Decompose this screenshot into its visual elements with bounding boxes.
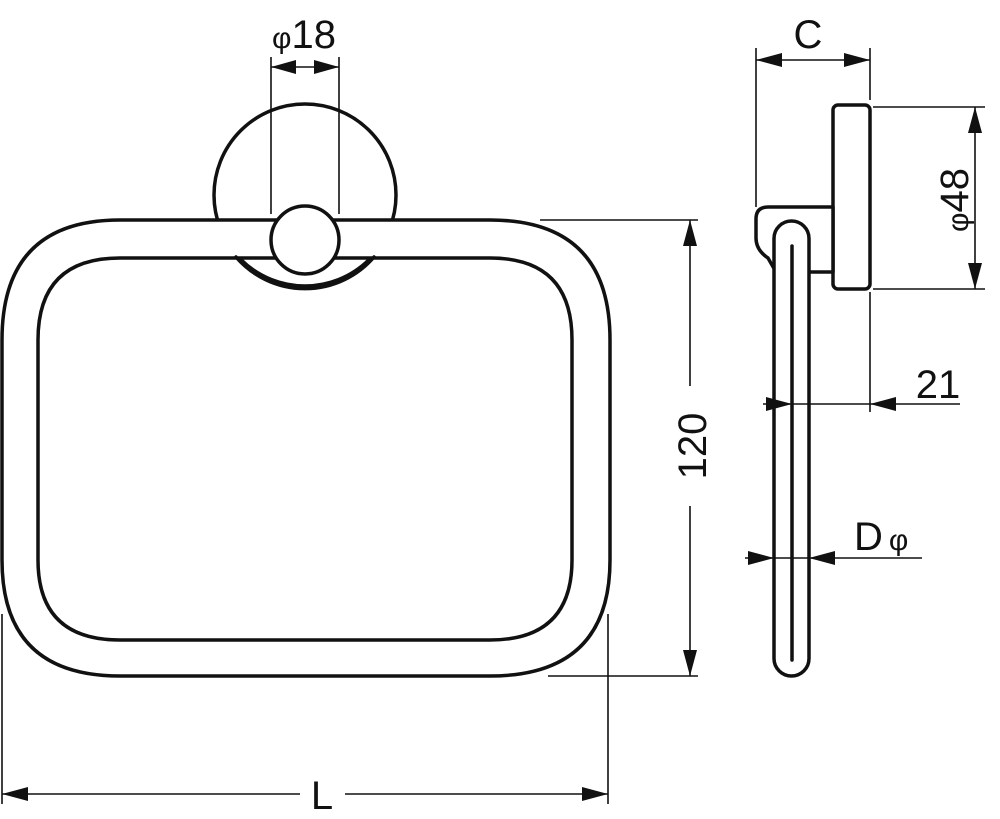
wall-plate-side: [831, 103, 872, 291]
phi-symbol: φ: [272, 22, 291, 55]
dim-label-120: 120: [671, 413, 715, 480]
dim-label-C: C: [794, 13, 823, 57]
mounting-post: [269, 204, 341, 276]
wall-plate-lower-arc: [234, 255, 376, 291]
phi-symbol-48: φ: [942, 213, 975, 232]
dim-label-L: L: [311, 774, 333, 818]
front-view: φ18 120 L: [0, 13, 715, 818]
dim-overall-length: L: [1, 614, 609, 818]
dim-offset: 21: [763, 292, 960, 412]
phi-symbol-D: φ: [889, 524, 908, 557]
dim-label-21: 21: [916, 363, 961, 407]
dim-wall-projection: C: [755, 13, 871, 207]
svg-text:Dφ: Dφ: [854, 515, 908, 559]
dim-ring-diameter: φ18: [270, 13, 340, 214]
svg-text:φ18: φ18: [272, 13, 336, 57]
svg-text:φ48: φ48: [933, 168, 977, 232]
dim-label-D: D: [854, 515, 883, 559]
towel-ring: [0, 218, 612, 678]
dim-ring-height: 120: [540, 219, 715, 677]
dim-label-48: 48: [933, 168, 977, 213]
dim-label-18: 18: [291, 13, 336, 57]
dim-plate-diameter: φ48: [873, 106, 985, 290]
